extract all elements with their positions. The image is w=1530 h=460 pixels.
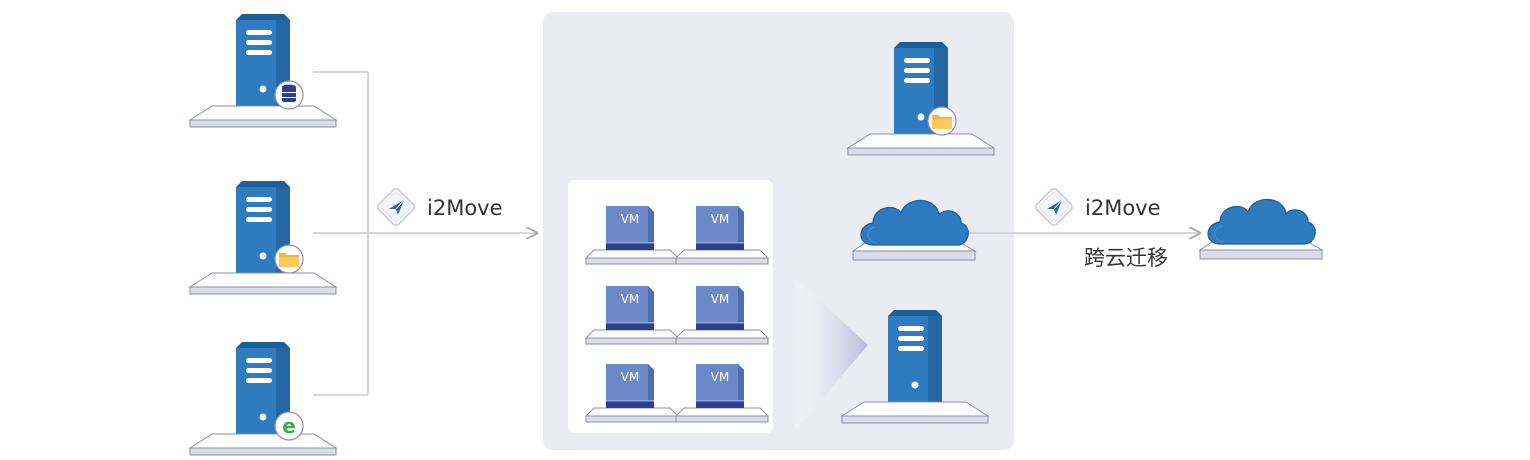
source-server-web: e: [189, 341, 337, 456]
tool-label-right: i2Move: [1085, 196, 1161, 220]
folder-badge-icon: [274, 244, 304, 274]
vm-label: VM: [621, 370, 640, 384]
vm-label: VM: [711, 212, 730, 226]
vm-grid: VM VM VM VM VM VM: [585, 205, 769, 423]
target-server-files: [847, 41, 995, 156]
migration-funnel: [795, 278, 868, 430]
tool-label-left: i2Move: [427, 196, 503, 220]
destination-cloud: [1199, 198, 1323, 260]
server-icon: [189, 13, 337, 128]
server-icon: [189, 180, 337, 295]
server-icon: [189, 341, 337, 456]
vm-label: VM: [621, 212, 640, 226]
vm-label: VM: [711, 292, 730, 306]
vm-label: VM: [711, 370, 730, 384]
database-badge-icon: [274, 80, 304, 110]
source-server-files: [189, 180, 337, 295]
ie-browser-badge-icon: e: [274, 411, 304, 441]
svg-text:e: e: [282, 414, 296, 438]
source-server-database: [189, 13, 337, 128]
i2move-logo-icon: [375, 186, 417, 228]
folder-badge-icon: [927, 106, 957, 136]
i2move-logo-icon: [1033, 186, 1075, 228]
vm-label: VM: [621, 292, 640, 306]
cloud-icon: [1199, 198, 1323, 260]
cross-cloud-caption: 跨云迁移: [1084, 246, 1168, 270]
